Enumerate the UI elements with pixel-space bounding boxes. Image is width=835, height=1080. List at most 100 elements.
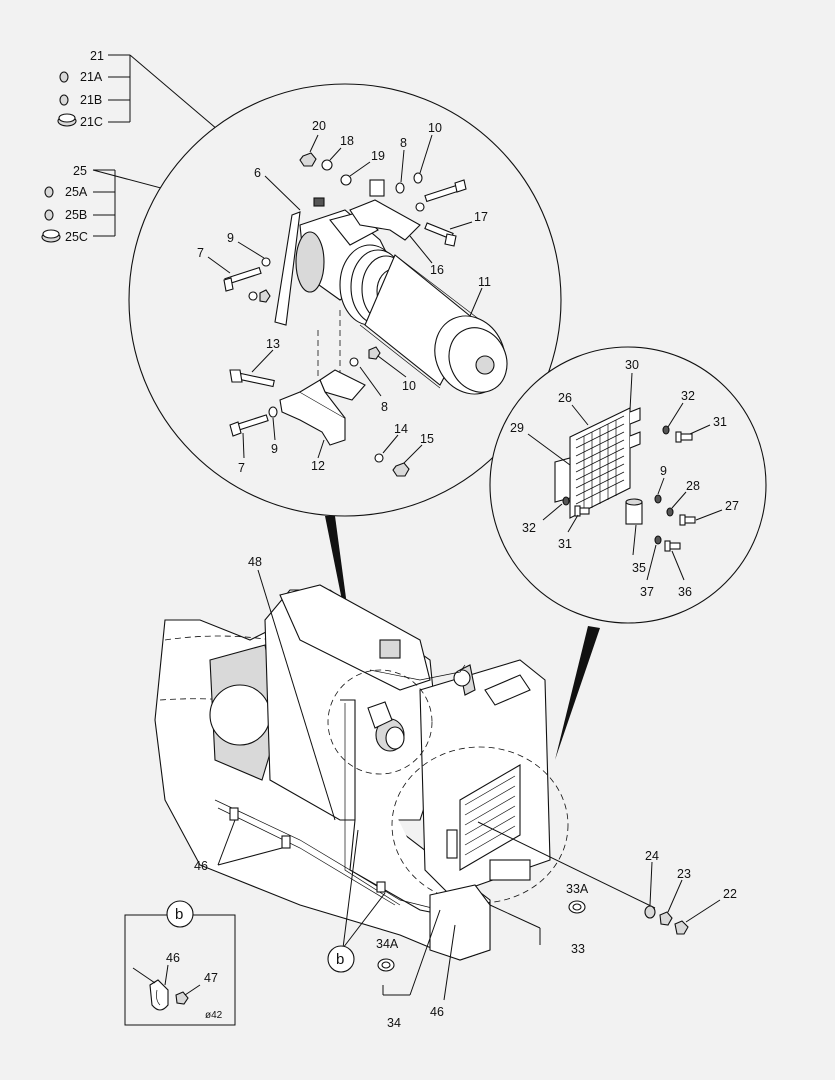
washer-icon bbox=[321, 159, 333, 171]
bolt-icon bbox=[229, 414, 269, 437]
detail-callout-b bbox=[327, 945, 355, 973]
washer-icon bbox=[59, 94, 69, 106]
washer-icon bbox=[349, 357, 359, 367]
label-10-top: 10 bbox=[428, 121, 442, 135]
label-47: 47 bbox=[204, 971, 218, 985]
nut-icon bbox=[259, 289, 271, 303]
bolt-icon bbox=[229, 369, 275, 388]
nut-icon bbox=[299, 152, 317, 167]
label-29: 29 bbox=[510, 421, 524, 435]
washer-icon bbox=[654, 494, 662, 504]
nut-icon bbox=[659, 911, 673, 926]
washer-icon bbox=[59, 71, 69, 83]
cap-icon bbox=[57, 113, 77, 127]
label-9-top: 9 bbox=[227, 231, 234, 245]
washer-icon bbox=[381, 961, 391, 969]
washer-icon bbox=[562, 496, 570, 506]
label-24: 24 bbox=[645, 849, 659, 863]
label-14: 14 bbox=[394, 422, 408, 436]
label-26: 26 bbox=[558, 391, 572, 405]
diameter-label: ø42 bbox=[205, 1010, 223, 1021]
label-7-bottom: 7 bbox=[238, 461, 245, 475]
bolt-icon bbox=[679, 514, 696, 526]
label-34a: 34A bbox=[376, 937, 399, 951]
label-9-bottom: 9 bbox=[271, 442, 278, 456]
label-15: 15 bbox=[420, 432, 434, 446]
label-8-top: 8 bbox=[400, 136, 407, 150]
washer-icon bbox=[666, 507, 674, 517]
label-21b: 21B bbox=[80, 93, 102, 107]
washer-icon bbox=[415, 202, 425, 212]
engine-labels: 48 46 24 23 22 33A 33 34A 34 46 b bbox=[194, 555, 737, 1030]
label-18: 18 bbox=[340, 134, 354, 148]
label-25: 25 bbox=[73, 164, 87, 178]
washer-icon bbox=[268, 406, 278, 418]
label-13: 13 bbox=[266, 337, 280, 351]
bracket-12-icon bbox=[279, 310, 366, 446]
label-9-condenser: 9 bbox=[660, 464, 667, 478]
label-33a: 33A bbox=[566, 882, 589, 896]
washer-icon bbox=[248, 291, 258, 301]
detail-pointer-condenser bbox=[555, 626, 600, 760]
label-34: 34 bbox=[387, 1016, 401, 1030]
label-21c: 21C bbox=[80, 115, 103, 129]
label-20: 20 bbox=[312, 119, 326, 133]
label-25a: 25A bbox=[65, 185, 88, 199]
washer-icon bbox=[644, 905, 656, 919]
label-32-top: 32 bbox=[681, 389, 695, 403]
bolt-icon bbox=[223, 266, 262, 292]
washer-icon bbox=[44, 209, 54, 221]
label-12: 12 bbox=[311, 459, 325, 473]
bolt-icon bbox=[424, 222, 457, 247]
washer-icon bbox=[395, 182, 405, 194]
label-16: 16 bbox=[430, 263, 444, 277]
bolt-icon bbox=[664, 540, 681, 552]
label-25b: 25B bbox=[65, 208, 87, 222]
bolt-icon bbox=[424, 179, 467, 203]
label-46-bottom: 46 bbox=[430, 1005, 444, 1019]
label-21: 21 bbox=[90, 49, 104, 63]
washer-icon bbox=[413, 172, 423, 184]
washer-icon bbox=[572, 903, 582, 911]
callout-b-label: b bbox=[336, 951, 344, 968]
label-8-bottom: 8 bbox=[381, 400, 388, 414]
label-37: 37 bbox=[640, 585, 654, 599]
clamp-icon bbox=[149, 979, 169, 1011]
label-27: 27 bbox=[725, 499, 739, 513]
detail-b-title: b bbox=[175, 906, 183, 923]
cap-icon bbox=[41, 229, 61, 243]
washer-icon bbox=[662, 425, 670, 435]
label-35: 35 bbox=[632, 561, 646, 575]
label-7-top: 7 bbox=[197, 246, 204, 260]
label-36: 36 bbox=[678, 585, 692, 599]
receiver-dryer-icon bbox=[625, 498, 643, 525]
detail-b-inset: b 46 47 ø42 bbox=[124, 900, 236, 1026]
label-11: 11 bbox=[478, 275, 491, 289]
label-32-bottom: 32 bbox=[522, 521, 536, 535]
label-25c: 25C bbox=[65, 230, 88, 244]
label-23: 23 bbox=[677, 867, 691, 881]
label-19: 19 bbox=[371, 149, 385, 163]
washer-icon bbox=[654, 535, 662, 545]
label-21a: 21A bbox=[80, 70, 103, 84]
bracket-16-icon bbox=[349, 179, 421, 241]
label-22: 22 bbox=[723, 887, 737, 901]
label-17: 17 bbox=[474, 210, 488, 224]
condenser-detail: 30 26 32 31 29 9 28 27 32 31 35 37 36 bbox=[489, 346, 767, 624]
label-10-bottom: 10 bbox=[402, 379, 416, 393]
washer-icon bbox=[44, 186, 54, 198]
label-46-left: 46 bbox=[194, 859, 208, 873]
label-6: 6 bbox=[254, 166, 261, 180]
compressor-detail: 20 18 19 8 10 6 17 9 7 16 11 13 10 8 9 7… bbox=[128, 83, 562, 517]
belt-pulley-icon bbox=[359, 254, 508, 395]
washer-icon bbox=[261, 257, 271, 267]
washer-icon bbox=[374, 453, 384, 463]
washer-icon bbox=[340, 174, 352, 186]
detail-b-frame bbox=[124, 914, 236, 1026]
label-46-detail: 46 bbox=[166, 951, 180, 965]
label-48: 48 bbox=[248, 555, 262, 569]
bolt-icon bbox=[675, 431, 693, 443]
label-28: 28 bbox=[686, 479, 700, 493]
label-31-top: 31 bbox=[713, 415, 727, 429]
